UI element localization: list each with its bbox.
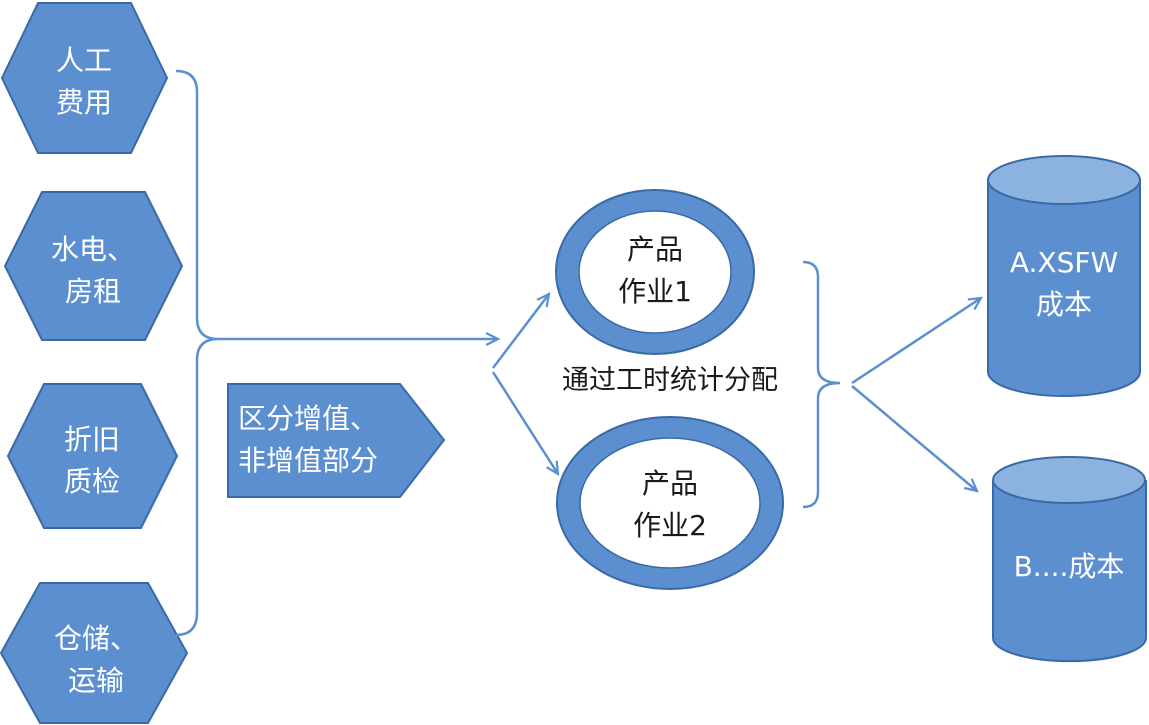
activity-label-2: 产品 作业2 bbox=[610, 463, 730, 547]
cost-object-b-label: B....成本 bbox=[996, 546, 1142, 588]
label-line: 人工 bbox=[55, 44, 112, 77]
hexagon-label-utilities: 水电、 房租 bbox=[43, 229, 143, 313]
label-line: 非增值部分 bbox=[238, 444, 379, 477]
arrow-to-cost-b bbox=[851, 385, 977, 491]
label-line: 水电、 bbox=[50, 233, 135, 266]
right-bracket bbox=[802, 260, 841, 509]
arrow-to-activity-2 bbox=[491, 371, 558, 474]
label-line: 运输 bbox=[67, 664, 124, 697]
label-line: 区分增值、 bbox=[238, 402, 379, 435]
arrow-to-cost-a bbox=[851, 298, 981, 385]
label-line: 作业1 bbox=[618, 275, 692, 308]
cylinder-cost-a bbox=[987, 180, 1141, 397]
label-line: 产品 bbox=[626, 233, 683, 266]
hexagon-label-labor: 人工 费用 bbox=[34, 40, 134, 124]
label-line: 费用 bbox=[55, 86, 112, 119]
label-line: A.XSFW bbox=[1009, 246, 1119, 279]
cylinder-cost-b bbox=[992, 480, 1147, 663]
label-line: 折旧 bbox=[63, 423, 120, 456]
label-line: 房租 bbox=[64, 275, 121, 308]
pentagon-label: 区分增值、 非增值部分 bbox=[238, 398, 398, 482]
label-line: 质检 bbox=[63, 465, 120, 498]
label-line: 仓储、 bbox=[53, 622, 138, 655]
hexagon-utilities-rent bbox=[3, 191, 184, 341]
hexagon-label-depreciation: 折旧 质检 bbox=[42, 419, 142, 503]
cost-object-a-label: A.XSFW 成本 bbox=[994, 242, 1134, 326]
hexagon-labor-cost bbox=[0, 2, 169, 154]
hexagon-storage-transport bbox=[0, 582, 189, 724]
left-bracket bbox=[175, 69, 219, 637]
hexagon-depreciation-inspection bbox=[6, 383, 179, 529]
arrow-to-activity-1 bbox=[492, 294, 549, 369]
activity-label-1: 产品 作业1 bbox=[595, 229, 715, 313]
label-line: 产品 bbox=[641, 467, 698, 500]
label-line: B....成本 bbox=[1013, 550, 1125, 583]
allocation-label: 通过工时统计分配 bbox=[562, 365, 778, 396]
label-line: 成本 bbox=[1035, 288, 1092, 321]
label-line: 作业2 bbox=[633, 509, 707, 542]
hexagon-label-storage: 仓储、 运输 bbox=[46, 618, 146, 702]
pentagon-value-added bbox=[227, 383, 446, 498]
